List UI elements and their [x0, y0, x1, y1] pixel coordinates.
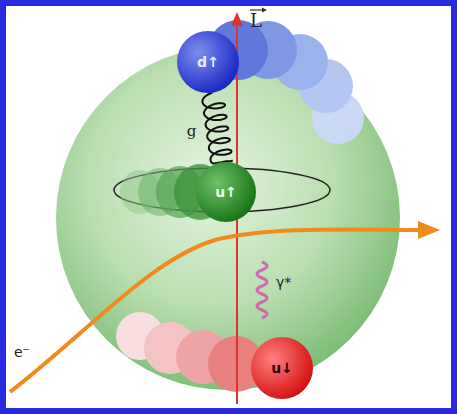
electron-label: e⁻: [14, 344, 30, 360]
quark-ball: u↓: [251, 337, 313, 399]
gluon-label: g: [187, 122, 197, 140]
electron-arrowhead: [418, 221, 440, 239]
electron-path: [10, 229, 420, 392]
vector-arrow: [262, 8, 267, 13]
axis-arrowhead: [231, 12, 243, 26]
quark-ball: d↑: [177, 31, 239, 93]
quark-label: u↑: [215, 184, 237, 200]
axis-label: L: [250, 10, 262, 31]
photon-wave: [257, 262, 267, 318]
photon-label: γ*: [276, 274, 291, 290]
quark-label: d↑: [197, 54, 219, 70]
quark-ball: u↑: [196, 162, 256, 222]
red-trail: [116, 312, 264, 392]
quark-label: u↓: [271, 360, 293, 376]
gluon-spring: [202, 93, 232, 164]
